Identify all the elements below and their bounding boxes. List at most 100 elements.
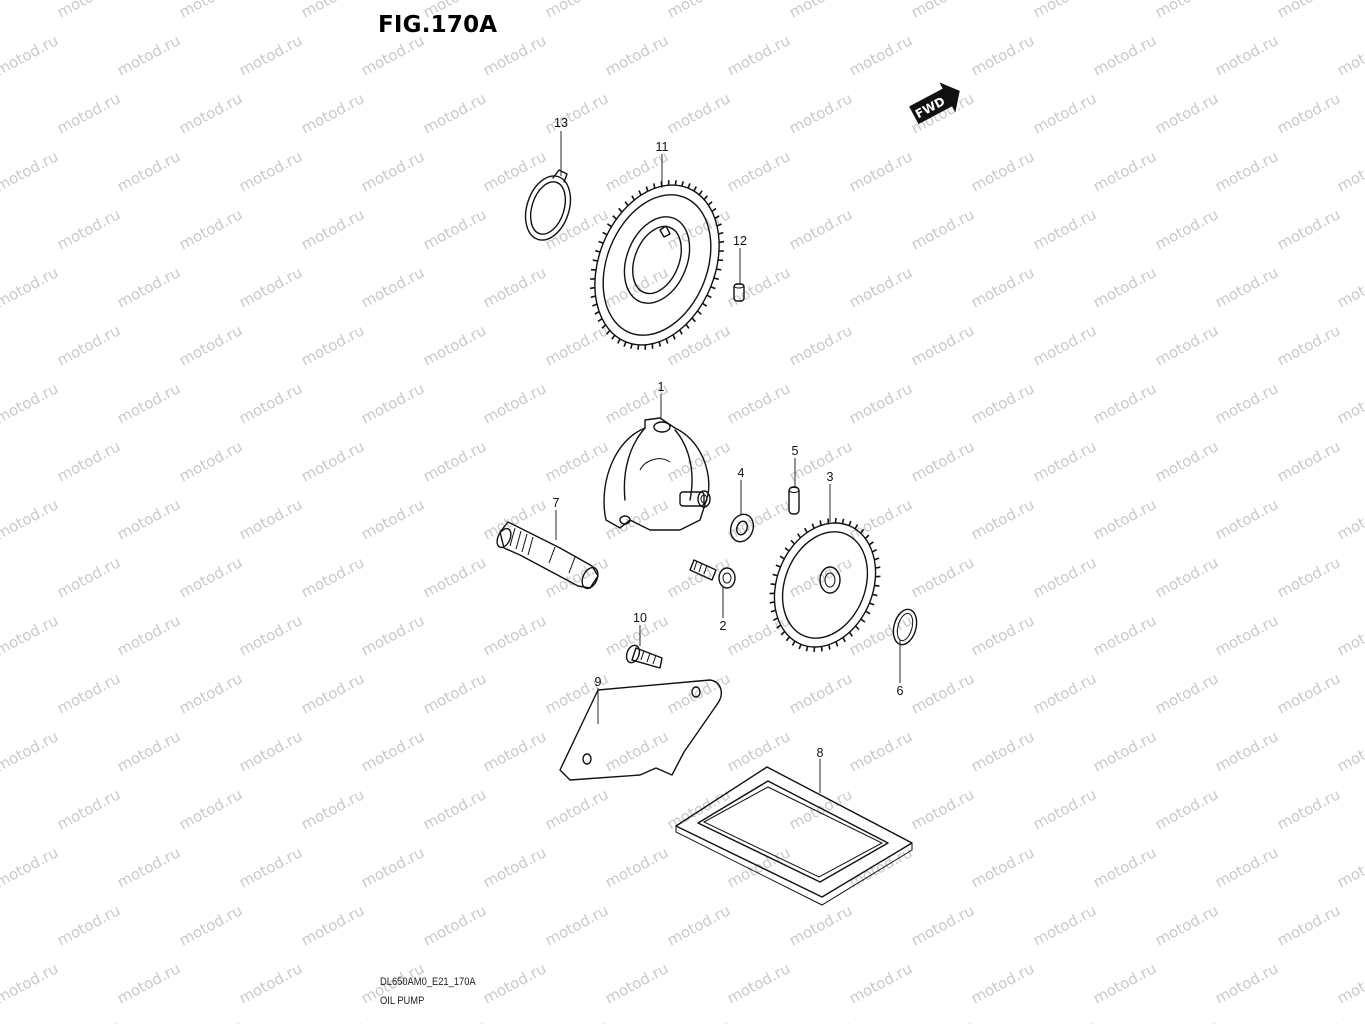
watermark-text: motod.ru <box>0 785 1 833</box>
watermark-text: motod.ru <box>298 669 367 717</box>
watermark-text: motod.ru <box>846 263 915 311</box>
gear-tooth <box>678 329 683 335</box>
watermark-text: motod.ru <box>54 553 123 601</box>
watermark-text: motod.ru <box>664 437 733 485</box>
watermark-text: motod.ru <box>298 0 367 22</box>
part-10-bolt <box>625 644 663 669</box>
gear-tooth <box>772 617 779 622</box>
watermark-text: motod.ru <box>1152 205 1221 253</box>
watermark-text: motod.ru <box>0 89 1 137</box>
watermark-text: motod.ru <box>176 785 245 833</box>
watermark-text: motod.ru <box>846 31 915 79</box>
watermark-text: motod.ru <box>846 727 915 775</box>
gear-tooth <box>707 201 713 206</box>
watermark-text: motod.ru <box>480 379 549 427</box>
watermark-text: motod.ru <box>786 669 855 717</box>
watermark-text: motod.ru <box>298 205 367 253</box>
watermark-text: motod.ru <box>298 437 367 485</box>
watermark-text: motod.ru <box>1152 669 1221 717</box>
callout-10: 10 <box>633 611 647 625</box>
watermark-text: motod.ru <box>1274 321 1343 369</box>
watermark-text: motod.ru <box>0 611 61 659</box>
callout-6: 6 <box>897 684 904 698</box>
watermark-text: motod.ru <box>786 1017 855 1024</box>
watermark-text: motod.ru <box>1274 437 1343 485</box>
gear-tooth <box>594 310 600 315</box>
watermark-text: motod.ru <box>1274 785 1343 833</box>
gear-tooth <box>658 341 661 347</box>
gear-tooth <box>693 186 698 192</box>
watermark-text: motod.ru <box>480 263 549 311</box>
part-3-pump-gear <box>769 517 881 653</box>
gear-tooth <box>779 555 785 560</box>
gear-tooth <box>775 564 781 568</box>
gear-tooth <box>710 285 716 290</box>
watermark-text: motod.ru <box>968 959 1037 1007</box>
watermark-text: motod.ru <box>908 321 977 369</box>
watermark-text: motod.ru <box>908 205 977 253</box>
watermark-text: motod.ru <box>358 495 427 543</box>
watermark-text: motod.ru <box>54 669 123 717</box>
watermark-text: motod.ru <box>420 321 489 369</box>
watermark-text: motod.ru <box>846 147 915 195</box>
watermark-text: motod.ru <box>1090 959 1159 1007</box>
watermark-text: motod.ru <box>114 727 183 775</box>
gear-tooth <box>696 310 702 315</box>
watermark-text: motod.ru <box>1274 0 1343 22</box>
gear-tooth <box>597 317 603 323</box>
watermark-text: motod.ru <box>542 1017 611 1024</box>
watermark-text: motod.ru <box>1030 205 1099 253</box>
gear-tooth <box>674 180 677 186</box>
watermark-text: motod.ru <box>176 321 245 369</box>
watermark-text: motod.ru <box>176 669 245 717</box>
gear-tooth <box>681 181 684 187</box>
gear-tooth <box>716 223 722 227</box>
watermark-text: motod.ru <box>542 553 611 601</box>
gear-tooth <box>841 518 845 524</box>
watermark-text: motod.ru <box>176 205 245 253</box>
callout-2: 2 <box>720 619 727 633</box>
watermark-text: motod.ru <box>420 785 489 833</box>
gear-tooth <box>623 341 627 347</box>
watermark-text: motod.ru <box>786 89 855 137</box>
gear-tooth <box>776 624 782 629</box>
watermark-text: motod.ru <box>420 1017 489 1024</box>
watermark-text: motod.ru <box>420 89 489 137</box>
watermark-text: motod.ru <box>1334 727 1365 775</box>
watermark-text: motod.ru <box>0 553 1 601</box>
gear-tooth <box>616 338 621 344</box>
gear-tooth <box>842 637 846 643</box>
gear-tooth <box>874 557 880 561</box>
watermark-text: motod.ru <box>176 89 245 137</box>
part-5-pin <box>788 486 800 515</box>
gear-tooth <box>631 195 636 201</box>
watermark-text: motod.ru <box>236 611 305 659</box>
watermark-text: motod.ru <box>176 901 245 949</box>
watermark-text: motod.ru <box>0 263 61 311</box>
watermark-text: motod.ru <box>968 727 1037 775</box>
callout-labels: 13 11 12 1 4 5 3 7 2 6 10 9 8 <box>553 116 904 760</box>
watermark-text: motod.ru <box>1274 89 1343 137</box>
watermark-text: motod.ru <box>0 1017 1 1024</box>
watermark-text: motod.ru <box>1334 611 1365 659</box>
part-7-shaft <box>496 521 599 590</box>
part-8-gasket <box>675 766 913 906</box>
watermark-text: motod.ru <box>0 669 1 717</box>
callout-3: 3 <box>827 470 834 484</box>
watermark-text: motod.ru <box>480 495 549 543</box>
watermark-text: motod.ru <box>542 321 611 369</box>
watermark-text: motod.ru <box>1212 611 1281 659</box>
leader-lines <box>555 131 901 793</box>
figure-code: DL650AM0_E21_170A <box>380 976 476 988</box>
part-1-oil-pump <box>603 417 711 531</box>
watermark-text: motod.ru <box>420 205 489 253</box>
watermark-text: motod.ru <box>54 321 123 369</box>
watermark-text: motod.ru <box>54 89 123 137</box>
watermark-text: motod.ru <box>114 495 183 543</box>
watermark-text: motod.ru <box>54 785 123 833</box>
gear-tooth <box>602 231 608 236</box>
watermark-text: motod.ru <box>176 1017 245 1024</box>
gear-tooth <box>653 183 656 189</box>
watermark-text: motod.ru <box>298 89 367 137</box>
